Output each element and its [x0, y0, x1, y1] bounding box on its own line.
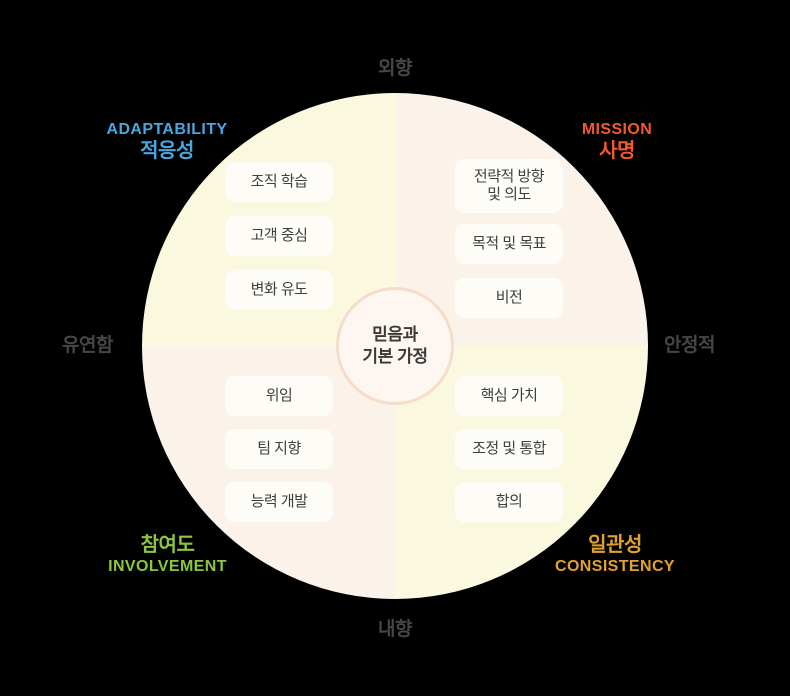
pill-adaptability-2[interactable]: 고객 중심	[225, 216, 333, 256]
quadrant-title-adaptability-ko: 적응성	[140, 140, 194, 163]
quadrant-title-mission-en: MISSION	[581, 121, 653, 138]
axis-label-top: 외향	[378, 58, 412, 79]
quadrant-title-adaptability-en: ADAPTABILITY	[106, 121, 228, 138]
quadrant-title-involvement-ko: 참여도	[140, 534, 195, 556]
quadrant-title-mission-ko: 사명	[599, 140, 635, 163]
quadrant-title-mission: MISSION 사명	[576, 120, 658, 163]
quadrant-title-consistency-ko: 일관성	[588, 534, 642, 556]
quadrant-title-consistency-en: CONSISTENCY	[555, 558, 675, 575]
pill-adaptability-1[interactable]: 조직 학습	[225, 162, 333, 202]
quadrant-title-involvement-en: INVOLVEMENT	[108, 558, 227, 575]
pill-involvement-3[interactable]: 능력 개발	[225, 482, 333, 522]
axis-label-left: 유연함	[62, 335, 113, 356]
pill-mission-1-text: 전략적 방향 및 의도	[473, 167, 545, 203]
pill-mission-3[interactable]: 비전	[455, 278, 563, 318]
center-hub-line-2: 기본 가정	[362, 347, 428, 366]
center-hub: 믿음과 기본 가정	[336, 287, 454, 405]
pill-consistency-1[interactable]: 핵심 가치	[455, 376, 563, 416]
pill-adaptability-3[interactable]: 변화 유도	[225, 270, 333, 310]
pill-mission-1[interactable]: 전략적 방향 및 의도	[455, 159, 563, 213]
pill-mission-2[interactable]: 목적 및 목표	[455, 224, 563, 264]
quadrant-title-adaptability: ADAPTABILITY 적응성	[106, 120, 228, 163]
axis-label-right: 안정적	[664, 335, 715, 356]
center-hub-line-1: 믿음과	[372, 324, 418, 344]
pill-consistency-2[interactable]: 조정 및 통합	[455, 429, 563, 469]
pill-involvement-1[interactable]: 위임	[225, 376, 333, 416]
axis-label-bottom: 내향	[378, 619, 412, 640]
quadrant-title-consistency: 일관성 CONSISTENCY	[551, 533, 679, 576]
pill-consistency-3[interactable]: 합의	[455, 482, 563, 522]
pill-involvement-2[interactable]: 팀 지향	[225, 429, 333, 469]
quadrant-title-involvement: 참여도 INVOLVEMENT	[104, 533, 231, 576]
